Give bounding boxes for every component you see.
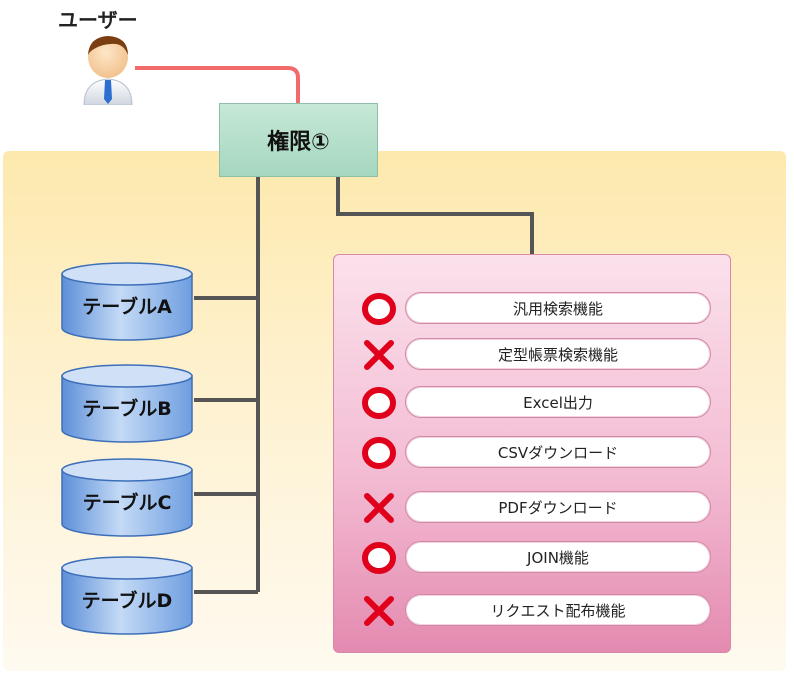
- circle-mark-icon: [362, 387, 396, 419]
- table-d-label: テーブルD: [81, 590, 173, 612]
- database-icon: [61, 262, 193, 341]
- function-label: PDFダウンロード: [405, 491, 711, 523]
- table-a-label: テーブルA: [82, 296, 172, 318]
- function-row-generic-search: 汎用検索機能: [334, 292, 732, 326]
- circle-mark-icon: [362, 437, 396, 469]
- cross-mark-icon: [364, 596, 394, 626]
- circle-mark-icon: [362, 542, 396, 574]
- database-icon: [61, 458, 193, 537]
- function-row-excel-output: Excel出力: [334, 386, 732, 420]
- user-permission-link: [135, 66, 300, 103]
- table-b-cylinder: テーブルB: [60, 364, 194, 444]
- table-c-label: テーブルC: [82, 492, 172, 514]
- table-d-cylinder: テーブルD: [60, 556, 194, 636]
- function-row-pdf-download: PDFダウンロード: [334, 491, 732, 525]
- database-icon: [61, 364, 193, 443]
- function-row-request-distribution: リクエスト配布機能: [334, 594, 732, 628]
- user-icon: [80, 33, 136, 109]
- function-label: JOIN機能: [405, 541, 711, 573]
- cross-mark-icon: [364, 493, 394, 523]
- function-panel: 汎用検索機能 定型帳票検索機能 Excel出力 CSVダウンロード PDFダウン…: [333, 254, 731, 653]
- table-c-cylinder: テーブルC: [60, 458, 194, 538]
- function-row-fixed-report-search: 定型帳票検索機能: [334, 338, 732, 372]
- database-icon: [61, 556, 193, 635]
- permission-box: 権限①: [219, 103, 378, 177]
- function-label: Excel出力: [405, 386, 711, 418]
- circle-mark-icon: [362, 293, 396, 325]
- user-label: ユーザー: [58, 8, 138, 32]
- function-label: 定型帳票検索機能: [405, 338, 711, 370]
- function-row-csv-download: CSVダウンロード: [334, 436, 732, 470]
- function-label: 汎用検索機能: [405, 292, 711, 324]
- function-label: リクエスト配布機能: [405, 594, 711, 626]
- cross-mark-icon: [364, 340, 394, 370]
- permission-functions-link: [336, 177, 534, 254]
- function-row-join: JOIN機能: [334, 541, 732, 575]
- function-label: CSVダウンロード: [405, 436, 711, 468]
- table-b-label: テーブルB: [82, 398, 172, 420]
- table-a-cylinder: テーブルA: [60, 262, 194, 342]
